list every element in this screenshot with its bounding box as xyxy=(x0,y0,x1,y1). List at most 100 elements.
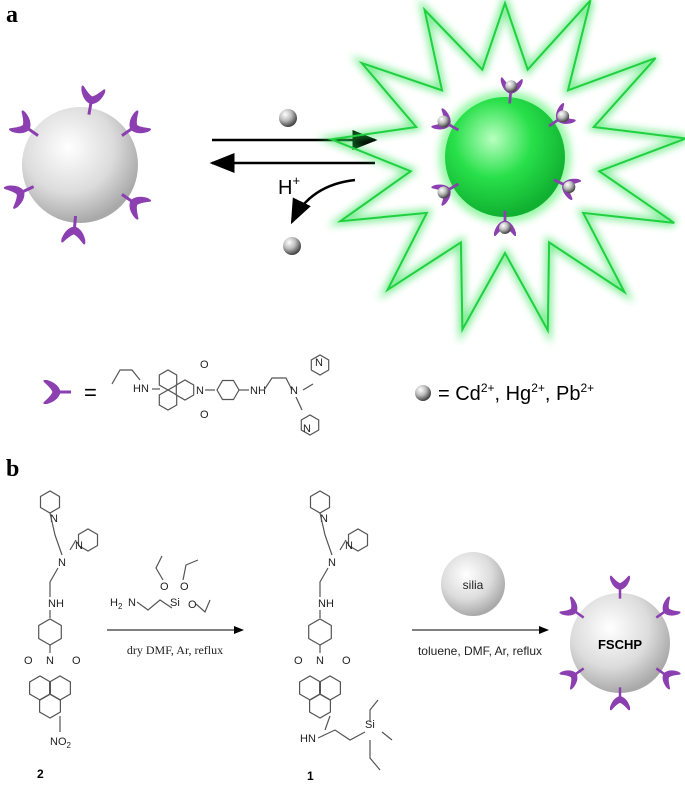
fluorescent-complex xyxy=(317,0,685,344)
ring xyxy=(299,675,321,701)
fschp-nanoparticle: FSCHP xyxy=(559,575,681,711)
bond xyxy=(49,512,63,556)
fschp-label: FSCHP xyxy=(598,637,642,652)
bound-metal-ion xyxy=(499,222,511,234)
compound-1-label: 1 xyxy=(307,769,314,783)
bond xyxy=(324,715,331,731)
green-sphere xyxy=(445,97,565,217)
silica-label: silia xyxy=(463,578,484,592)
atom-label: NH xyxy=(48,598,64,610)
atom-label: NH xyxy=(318,598,334,610)
ring xyxy=(347,528,369,552)
bond xyxy=(136,599,173,611)
ring xyxy=(300,414,320,436)
bond xyxy=(302,383,314,391)
bond xyxy=(369,699,379,722)
bond xyxy=(195,599,211,614)
atom-label: HN xyxy=(300,733,316,745)
legend-equals: = xyxy=(84,380,97,405)
panel-label-b: b xyxy=(6,456,19,482)
released-metal-ion xyxy=(283,237,301,255)
ring xyxy=(39,490,61,514)
ring xyxy=(175,379,195,401)
atom-label: O xyxy=(188,599,197,611)
atom-label: N xyxy=(50,513,58,525)
atom-label: N xyxy=(315,357,323,369)
bond xyxy=(381,731,393,741)
fluorescence-burst xyxy=(327,0,685,335)
atom-label: Si xyxy=(365,719,375,731)
bond xyxy=(182,559,199,581)
bond xyxy=(49,567,59,597)
bond xyxy=(155,555,164,581)
compound-2-label: 2 xyxy=(37,767,44,781)
bond xyxy=(295,396,303,411)
atom-label: O xyxy=(342,655,351,667)
step1-conditions: dry DMF, Ar, reflux xyxy=(127,643,223,657)
bound-metal-ion xyxy=(437,115,450,128)
atom-label: NH xyxy=(250,385,266,397)
atom-label: N xyxy=(46,655,54,667)
atom-label: N xyxy=(303,423,311,435)
atom-label: O xyxy=(200,359,209,371)
ring xyxy=(216,379,240,401)
ring xyxy=(310,354,330,376)
ring xyxy=(309,490,331,514)
atom-label: H2 xyxy=(110,597,123,611)
atom-label: O xyxy=(294,655,303,667)
ring xyxy=(77,528,99,552)
atom-label: N xyxy=(328,557,336,569)
ring xyxy=(29,675,52,701)
fschp-sphere xyxy=(570,593,670,693)
bound-metal-ion xyxy=(437,186,450,199)
atom-label: N xyxy=(345,540,353,552)
atom-label: N xyxy=(75,540,83,552)
atom-label: O xyxy=(160,581,169,593)
receptor-nanoparticle xyxy=(3,85,152,245)
svg-text:N: N xyxy=(128,597,136,609)
atom-label: NO2 xyxy=(50,736,72,750)
atom-label: N xyxy=(290,385,298,397)
atom-label: O xyxy=(200,409,209,421)
ring xyxy=(158,389,178,411)
receptor-icon xyxy=(43,380,71,404)
ring xyxy=(38,618,62,646)
ring xyxy=(48,675,72,701)
bond xyxy=(111,369,141,385)
panel-label-a: a xyxy=(6,2,18,28)
atom-label: N xyxy=(196,385,204,397)
metal-ion-list: = Cd2+, Hg2+, Pb2+ xyxy=(438,381,594,405)
bound-metal-ion xyxy=(563,181,576,194)
ring xyxy=(309,693,331,719)
bond xyxy=(319,567,329,597)
silica-sphere xyxy=(22,107,138,223)
atom-label: O xyxy=(24,655,33,667)
atom-label: Si xyxy=(170,597,180,609)
ring xyxy=(319,675,341,701)
atom-label: N xyxy=(58,557,66,569)
bond xyxy=(69,539,77,551)
ring xyxy=(158,369,178,391)
proton-label: H+ xyxy=(278,173,300,199)
bond xyxy=(317,729,366,741)
ring xyxy=(38,693,62,719)
bound-metal-ion xyxy=(505,80,518,93)
step2-conditions: toluene, DMF, Ar, reflux xyxy=(418,644,542,658)
silica-sphere-reagent xyxy=(441,552,505,616)
atom-label: O xyxy=(72,655,81,667)
ring xyxy=(308,618,332,646)
release-arrow xyxy=(290,178,356,225)
atom-label: N xyxy=(320,513,328,525)
atom-label: O xyxy=(180,581,189,593)
metal-ion-icon xyxy=(415,385,431,401)
bond xyxy=(263,377,293,391)
bound-metal-ion xyxy=(557,110,570,123)
bond xyxy=(339,539,347,551)
bond xyxy=(319,512,333,556)
atom-label: HN xyxy=(133,383,149,395)
